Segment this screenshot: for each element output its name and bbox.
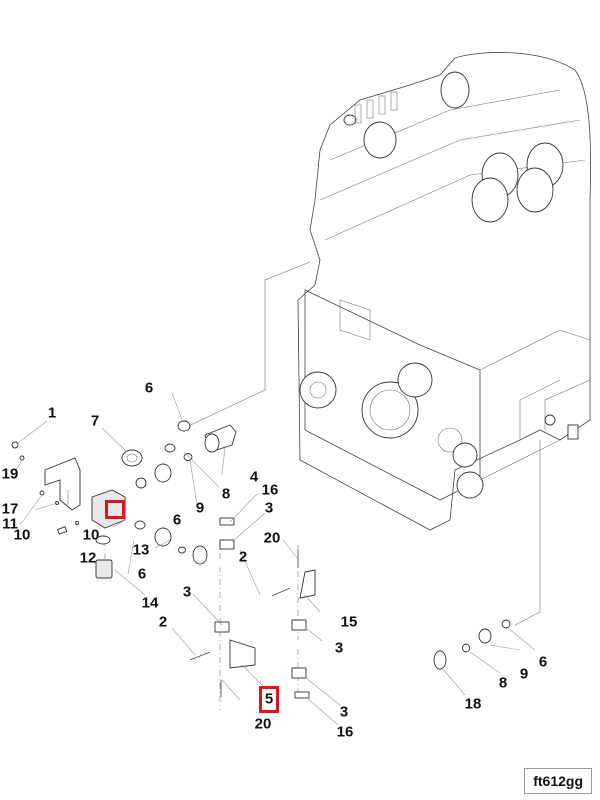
callout-10: 10 bbox=[13, 526, 31, 544]
pipe-assembly bbox=[189, 517, 511, 699]
callout-11: 11 bbox=[2, 515, 18, 533]
callout-3: 3 bbox=[182, 583, 192, 601]
callout-9: 9 bbox=[195, 499, 205, 517]
callout-4: 4 bbox=[249, 468, 259, 486]
callout-1: 1 bbox=[47, 404, 57, 422]
callout-18: 18 bbox=[464, 695, 482, 713]
callout-3: 3 bbox=[339, 703, 349, 721]
callout-2: 2 bbox=[238, 548, 248, 566]
callout-20: 20 bbox=[263, 529, 281, 547]
callout-12: 12 bbox=[79, 549, 97, 567]
callout-6: 6 bbox=[172, 511, 182, 529]
callout-8: 8 bbox=[221, 485, 231, 503]
callout-7: 7 bbox=[90, 412, 100, 430]
callout-3: 3 bbox=[334, 639, 344, 657]
highlight-box-part[interactable] bbox=[105, 500, 125, 519]
callout-20: 20 bbox=[254, 715, 272, 733]
figure-id-label: ft612gg bbox=[524, 768, 592, 794]
callout-15: 15 bbox=[340, 613, 358, 631]
callout-19: 19 bbox=[1, 465, 19, 483]
callout-14: 14 bbox=[141, 594, 159, 612]
callout-6: 6 bbox=[144, 379, 154, 397]
callout-3: 3 bbox=[264, 499, 274, 517]
callout-8: 8 bbox=[498, 674, 508, 692]
callout-2: 2 bbox=[158, 613, 168, 631]
callout-16: 16 bbox=[261, 481, 279, 499]
callout-9: 9 bbox=[519, 665, 529, 683]
callout-6: 6 bbox=[137, 565, 147, 583]
callout-5: 5 bbox=[264, 690, 274, 708]
engine-assembly bbox=[297, 52, 592, 531]
highlight-box-callout-5[interactable] bbox=[259, 686, 279, 713]
callout-6: 6 bbox=[538, 653, 548, 671]
callout-13: 13 bbox=[132, 541, 150, 559]
callout-16: 16 bbox=[336, 723, 354, 741]
callout-17: 17 bbox=[1, 500, 19, 518]
leader-lines bbox=[15, 392, 536, 726]
callout-10: 10 bbox=[82, 526, 100, 544]
bracket-assembly bbox=[11, 420, 237, 579]
